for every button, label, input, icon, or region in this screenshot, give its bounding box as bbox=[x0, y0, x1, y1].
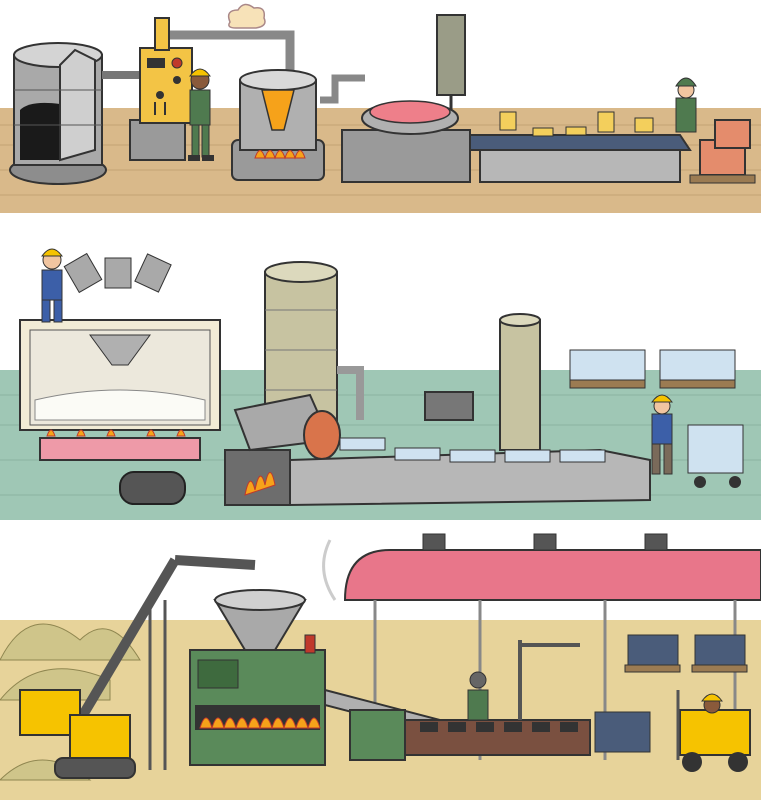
raw-material-furnace bbox=[19, 319, 221, 461]
small-silo bbox=[499, 313, 541, 451]
gas-cylinder bbox=[119, 471, 186, 505]
masked-worker bbox=[467, 671, 489, 721]
panel-mining-plant bbox=[0, 520, 761, 800]
steam-cloud bbox=[227, 3, 266, 29]
panel-soap-factory bbox=[0, 0, 761, 213]
melting-machine bbox=[224, 393, 341, 506]
worker-pouring bbox=[41, 248, 172, 323]
worker-figure bbox=[188, 68, 214, 161]
soap-conveyor bbox=[469, 111, 692, 183]
tall-silo bbox=[264, 261, 338, 423]
loader-conveyor bbox=[19, 555, 256, 779]
forklift bbox=[676, 690, 751, 772]
ingot-pallets bbox=[594, 634, 748, 753]
fire-flames bbox=[254, 150, 306, 160]
burner-flames bbox=[46, 429, 186, 437]
control-panel bbox=[129, 17, 193, 161]
mixing-tub bbox=[341, 14, 471, 183]
boiling-vat bbox=[231, 69, 325, 181]
glass-conveyor bbox=[289, 391, 651, 507]
packing-station bbox=[675, 77, 756, 184]
crusher-machine bbox=[189, 539, 337, 766]
panel-glass-factory bbox=[0, 213, 761, 520]
storage-tank bbox=[9, 42, 107, 185]
worker-with-cart bbox=[651, 394, 744, 488]
molding-line bbox=[349, 640, 591, 761]
glass-pallet bbox=[569, 349, 736, 389]
